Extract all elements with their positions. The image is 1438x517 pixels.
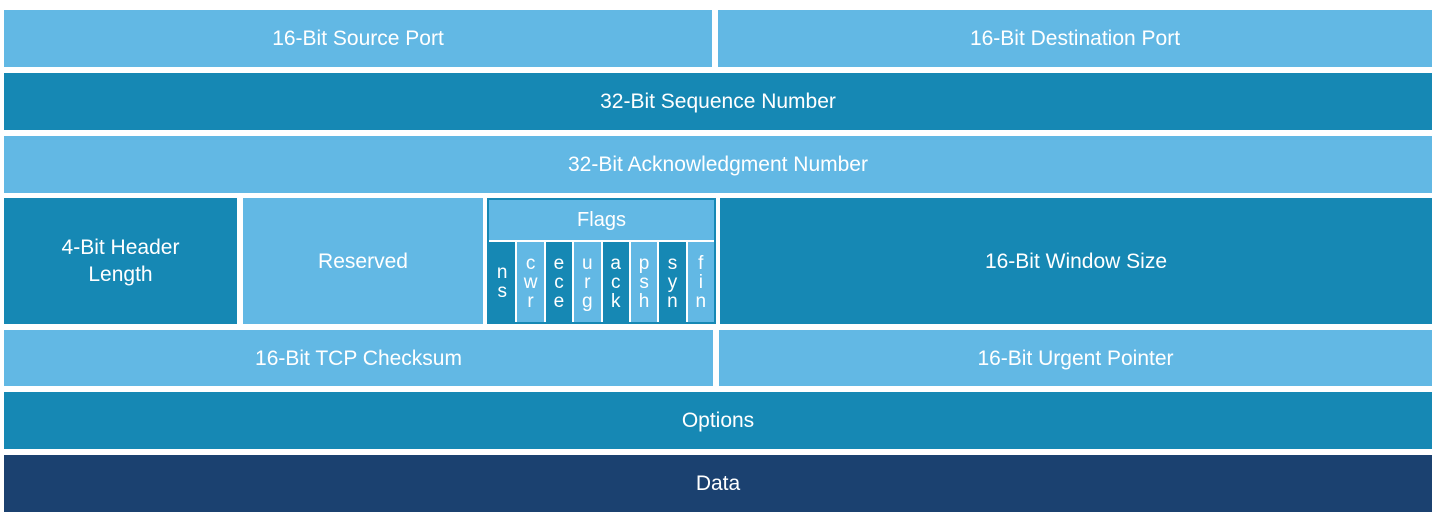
flag-ns-letter: s [497,281,507,302]
source-port-label: 16-Bit Source Port [272,27,444,50]
flag-syn-letter: n [667,290,678,312]
flag-cwr-letter: w [523,271,538,293]
checksum-label: 16-Bit TCP Checksum [255,346,462,370]
options-label: Options [681,409,755,432]
flag-ece-letter: c [554,271,564,293]
flag-ece-letter: e [553,252,565,274]
flag-cwr-letter: c [525,252,536,274]
flag-psh-letter: s [639,271,649,293]
reserved-label: Reserved [318,249,408,273]
flag-urg-letter: u [582,252,593,274]
flag-cwr-letter: r [527,290,534,312]
destination-port-field: 16-Bit Destination Port [718,10,1432,67]
window-size-label: 16-Bit Window Size [984,249,1168,273]
flags-title: Flags [489,200,714,240]
flag-psh-letter: h [638,290,650,312]
data-field: Data [4,455,1432,512]
urgent-pointer-label: 16-Bit Urgent Pointer [977,346,1174,370]
sequence-number-label: 32-Bit Sequence Number [600,90,836,113]
flag-fin-letter: f [698,252,704,274]
header-length-field: 4-Bit Header Length [4,198,237,324]
data-label: Data [695,472,741,495]
header-length-line1: 4-Bit Header [61,236,180,259]
flag-ack-letter: k [610,290,621,312]
flag-ack-letter: c [610,271,621,293]
flag-fin-letter: n [695,290,707,312]
flag-fin-letter: i [698,271,703,293]
header-length-line2: Length [88,263,153,286]
flag-psh-letter: p [638,252,650,274]
source-port-field: 16-Bit Source Port [4,10,712,67]
flag-syn-letter: s [667,252,678,274]
destination-port-label: 16-Bit Destination Port [969,27,1181,50]
options-field: Options [4,392,1432,449]
checksum-field: 16-Bit TCP Checksum [4,330,713,386]
header-length-text: 4-Bit Header Length [62,234,180,288]
window-size-field: 16-Bit Window Size [720,198,1432,324]
sequence-number-field: 32-Bit Sequence Number [4,73,1432,130]
flag-syn-letter: y [667,271,678,293]
reserved-field: Reserved [243,198,483,324]
flag-ns-letter: n [496,262,508,283]
flag-ack-letter: a [610,252,621,274]
urgent-pointer-field: 16-Bit Urgent Pointer [719,330,1432,386]
flag-ece-letter: e [553,290,565,312]
flag-urg-letter: g [582,290,593,312]
ack-number-field: 32-Bit Acknowledgment Number [4,136,1432,193]
ack-number-label: 32-Bit Acknowledgment Number [568,153,868,176]
flag-urg-letter: r [584,271,591,293]
